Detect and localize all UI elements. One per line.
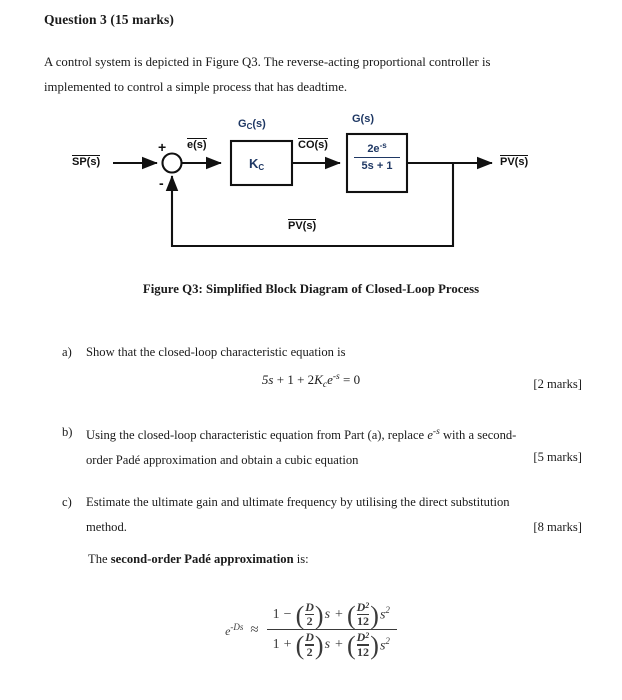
pade-lhs: e-Ds <box>225 622 244 639</box>
pade-approximation-formula: e-Ds ≈ 1 − ( D 2 ) s + ( D2 12 <box>0 600 622 660</box>
pade-den-frac-1: D 2 <box>305 630 314 659</box>
part-b-line-1: Using the closed-loop characteristic equ… <box>86 428 425 442</box>
pade-num-frac-1: D 2 <box>305 600 314 629</box>
part-a-marker: a) <box>62 345 72 359</box>
part-c-marker: c) <box>62 495 72 509</box>
part-c-marks: [8 marks] <box>533 520 582 534</box>
intro-line-2: implemented to control a simple process … <box>44 80 348 94</box>
intro-line-1: A control system is depicted in Figure Q… <box>44 55 491 69</box>
controller-gain-label: KC <box>249 156 265 172</box>
figure-caption: Figure Q3: Simplified Block Diagram of C… <box>142 282 480 296</box>
controller-transfer-function-label: GC(s) <box>238 118 266 131</box>
approx-equals-sign: ≈ <box>250 622 259 639</box>
equation-part-a: 5s + 1 + 2Kce-s = 0 <box>261 372 361 390</box>
process-variable-output-label: PV(s) <box>500 155 529 168</box>
page-title: Question 3 (15 marks) <box>44 12 174 27</box>
part-c-line-2: method. <box>86 520 127 534</box>
part-b-math-e: e <box>427 428 433 442</box>
setpoint-label: SP(s) <box>72 155 101 168</box>
intro-paragraph: A control system is depicted in Figure Q… <box>44 50 577 100</box>
part-b-marker: b) <box>62 425 73 439</box>
part-b-line-1-tail: with a second- <box>442 428 517 442</box>
block-diagram-lines <box>113 132 493 248</box>
pade-fraction-bar <box>266 629 397 631</box>
part-b-math-exp: -s <box>432 427 440 437</box>
part-c-body: Estimate the ultimate gain and ultimate … <box>86 490 582 540</box>
block-diagram-figure: SP(s) + - e(s) GC(s) KC CO(s) G(s) 2e-s … <box>0 108 622 268</box>
summing-plus-sign: + <box>158 139 167 155</box>
pade-num-frac-2: D2 12 <box>356 600 370 629</box>
part-a-text: Show that the closed-loop characteristic… <box>86 345 346 359</box>
pade-lead-plain-2: is: <box>293 552 309 566</box>
pade-den-frac-2: D2 12 <box>356 630 370 659</box>
feedback-signal-label: PV(s) <box>288 219 317 232</box>
process-transfer-function-label: G(s) <box>352 113 374 125</box>
pade-lead-text: The second-order Padé approximation is: <box>88 552 309 567</box>
question-part-a: a) Show that the closed-loop characteris… <box>62 340 582 365</box>
pade-lead-plain-1: The <box>88 552 111 566</box>
part-c-line-1: Estimate the ultimate gain and ultimate … <box>86 495 510 509</box>
question-part-b: b) Using the closed-loop characteristic … <box>62 420 582 473</box>
pade-fraction: 1 − ( D 2 ) s + ( D2 12 ) s2 <box>266 600 397 661</box>
part-b-marks: [5 marks] <box>533 450 582 464</box>
error-signal-label: e(s) <box>187 138 207 151</box>
pade-numerator: 1 − ( D 2 ) s + ( D2 12 ) s2 <box>272 600 390 630</box>
part-b-body: Using the closed-loop characteristic equ… <box>86 420 582 473</box>
question-part-c: c) Estimate the ultimate gain and ultima… <box>62 490 582 540</box>
part-b-line-2: order Padé approximation and obtain a cu… <box>86 453 359 467</box>
controller-output-label: CO(s) <box>298 138 328 151</box>
pade-denominator: 1 + ( D 2 ) s + ( D2 12 ) s2 <box>272 630 390 661</box>
part-a-marks: [2 marks] <box>533 377 582 391</box>
summing-minus-sign: - <box>159 175 164 191</box>
process-transfer-function-expression: 2e-s 5s + 1 <box>354 141 400 172</box>
pade-lead-bold: second-order Padé approximation <box>110 552 294 566</box>
